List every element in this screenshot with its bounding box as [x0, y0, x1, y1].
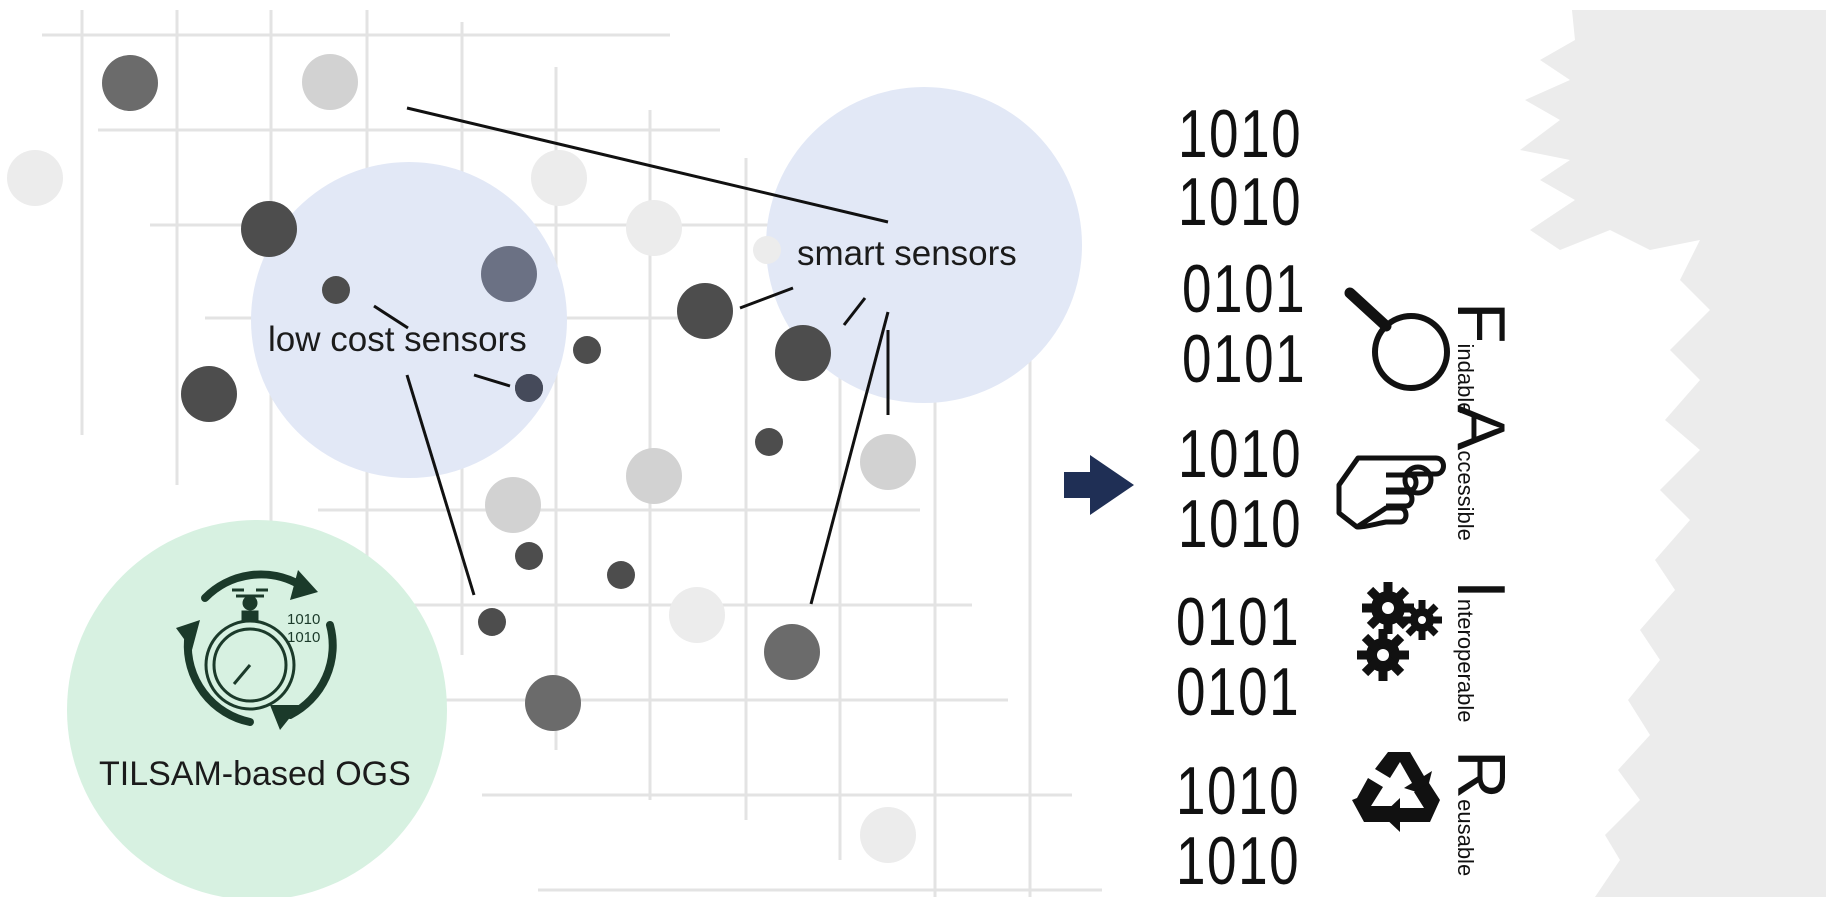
sensor-node — [607, 561, 635, 589]
sensor-node — [7, 150, 63, 206]
sensor-node — [478, 608, 506, 636]
fair-letter: R — [1443, 750, 1519, 800]
smart-sensors-label: smart sensors — [797, 234, 1017, 273]
arrow-head-icon — [290, 570, 318, 600]
sensor-node — [755, 428, 783, 456]
sensor-node — [764, 624, 820, 680]
stopwatch-icon — [204, 610, 296, 711]
fair-word-rest: eusable — [1453, 799, 1478, 877]
binary-row: 0101 — [1182, 251, 1307, 327]
fair-word-rest: nteroperable — [1453, 598, 1478, 723]
sensor-node — [181, 366, 237, 422]
sensor-node — [626, 200, 682, 256]
binary-row: 0101 — [1176, 654, 1301, 730]
sensor-node — [525, 675, 581, 731]
binary-row: 1010 — [1178, 416, 1303, 492]
binary-row: 1010 — [1176, 753, 1301, 829]
sensor-node — [626, 448, 682, 504]
sensor-node — [573, 336, 601, 364]
fair-label-r: Reusable — [1442, 750, 1520, 876]
drone-icon — [232, 588, 268, 611]
fair-word-rest: indable — [1453, 343, 1478, 415]
background-silhouette — [1520, 10, 1826, 897]
low-cost-sensors-zone — [251, 162, 567, 478]
sensor-node — [860, 807, 916, 863]
sensor-node — [481, 246, 537, 302]
sensor-node — [860, 434, 916, 490]
sensor-node — [322, 276, 350, 304]
sensor-node — [753, 236, 781, 264]
sensor-node — [515, 542, 543, 570]
fair-letter: A — [1443, 405, 1519, 451]
sensor-node — [775, 325, 831, 381]
fair-word-rest: ccessible — [1453, 450, 1478, 541]
fair-letter: I — [1443, 580, 1519, 599]
low-cost-sensors-label: low cost sensors — [268, 320, 527, 359]
arrow-head-icon — [176, 620, 200, 650]
binary-row: 1010 — [1178, 486, 1303, 562]
fair-label-a: Accessible — [1442, 405, 1520, 541]
pointing-hand-icon — [1336, 455, 1446, 530]
recycle-icon — [1352, 752, 1440, 832]
right-arrow-icon — [1064, 455, 1134, 515]
fair-label-f: Findable — [1442, 302, 1520, 415]
sensor-node — [531, 150, 587, 206]
sensor-node — [302, 54, 358, 110]
ogs-label: TILSAM-based OGS — [99, 755, 411, 793]
ogs-binary-icon: 1010 — [287, 611, 320, 628]
binary-row: 1010 — [1178, 164, 1303, 240]
sensor-node — [485, 477, 541, 533]
sensor-node — [241, 201, 297, 257]
sensor-node — [515, 374, 543, 402]
binary-row: 1010 — [1178, 96, 1303, 172]
fair-label-i: Interoperable — [1442, 580, 1520, 722]
fair-letter: F — [1443, 302, 1519, 344]
connector-lines — [373, 106, 890, 605]
sensor-node — [677, 283, 733, 339]
sensor-node — [669, 587, 725, 643]
binary-row: 0101 — [1176, 584, 1301, 660]
binary-row: 1010 — [1176, 823, 1301, 899]
arrow-head-icon — [270, 705, 300, 730]
cycle-arrows-icon — [183, 570, 337, 726]
magnifier-icon — [1344, 287, 1450, 391]
sensor-node — [102, 55, 158, 111]
ogs-binary-icon: 1010 — [287, 629, 320, 646]
gears-icon — [1357, 582, 1442, 681]
binary-row: 0101 — [1182, 321, 1307, 397]
